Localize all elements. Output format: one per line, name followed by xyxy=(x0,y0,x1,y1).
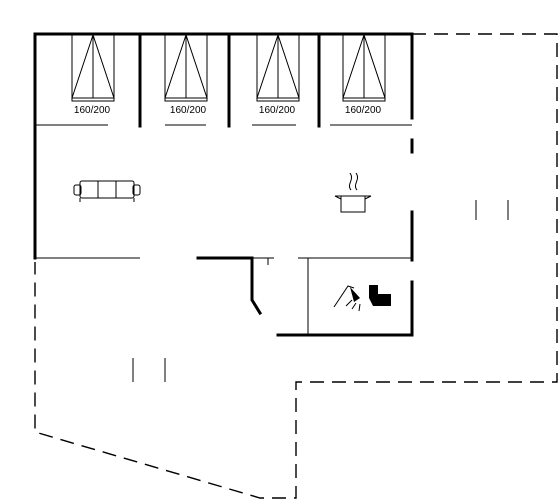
toilet-icon xyxy=(369,285,391,306)
cooking-pot-icon xyxy=(334,172,372,213)
bed-4: 160/200 xyxy=(342,33,386,116)
exterior-walls xyxy=(33,32,414,337)
bed-1: 160/200 xyxy=(71,33,115,116)
bed-2: 160/200 xyxy=(164,33,208,116)
sofa-icon xyxy=(73,180,141,202)
bed-size-label: 160/200 xyxy=(170,105,207,116)
terrace-outlines xyxy=(34,33,558,499)
bed-size-label: 160/200 xyxy=(345,105,382,116)
bed-size-label: 160/200 xyxy=(259,105,296,116)
bed-3: 160/200 xyxy=(256,33,300,116)
interior-walls xyxy=(35,32,509,382)
shower-icon xyxy=(333,285,361,312)
bed-size-label: 160/200 xyxy=(74,105,111,116)
